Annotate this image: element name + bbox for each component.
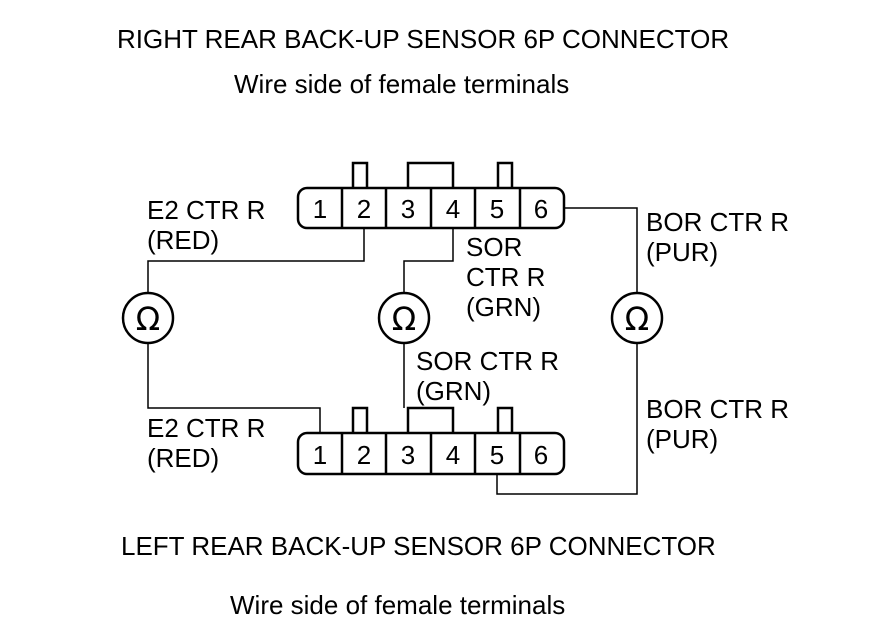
ohmmeter-right: Ω	[610, 291, 664, 345]
ohmmeter-left: Ω	[121, 291, 175, 345]
wire-e2-bottom	[147, 343, 321, 433]
bottom-connector-subtitle: Wire side of female terminals	[230, 590, 566, 620]
wires	[147, 207, 638, 495]
top-connector-tab-center	[406, 161, 455, 188]
label-e2-bottom-color: (RED)	[147, 443, 220, 473]
label-bor-top-name: BOR CTR R	[646, 207, 789, 237]
wire-e2-top	[147, 228, 365, 292]
ohm-icon: Ω	[625, 300, 649, 338]
bottom-pin-6: 6	[534, 440, 548, 470]
label-bor-bottom-name: BOR CTR R	[646, 394, 789, 424]
label-bor-top-color: (PUR)	[646, 237, 719, 267]
ohmmeter-center: Ω	[377, 291, 431, 345]
bottom-connector-pins: 1 2 3 4 5 6	[313, 440, 548, 470]
top-connector	[296, 161, 566, 230]
label-sor-bottom-color: (GRN)	[416, 376, 492, 406]
label-sor-top-line2: CTR R	[466, 262, 546, 292]
top-pin-4: 4	[446, 194, 460, 224]
label-e2-bottom-name: E2 CTR R	[147, 413, 266, 443]
top-connector-title: RIGHT REAR BACK-UP SENSOR 6P CONNECTOR	[117, 24, 730, 54]
bottom-connector-tab-left	[351, 406, 369, 433]
ohm-icon: Ω	[136, 300, 160, 338]
top-connector-tab-right	[496, 161, 514, 188]
bottom-connector-tab-right	[496, 406, 514, 433]
top-pin-5: 5	[490, 194, 504, 224]
bottom-connector-title: LEFT REAR BACK-UP SENSOR 6P CONNECTOR	[121, 531, 716, 561]
label-sor-top-line1: SOR	[466, 232, 523, 262]
wire-bor-bottom	[496, 343, 638, 495]
ohm-icon: Ω	[392, 300, 416, 338]
top-connector-pins: 1 2 3 4 5 6	[313, 194, 548, 224]
bottom-connector-tab-center	[406, 406, 455, 433]
label-bor-bottom-color: (PUR)	[646, 424, 719, 454]
wire-bor-top	[564, 207, 638, 292]
top-pin-3: 3	[401, 194, 415, 224]
label-e2-top-name: E2 CTR R	[147, 195, 266, 225]
top-pin-1: 1	[313, 194, 327, 224]
label-sor-bottom-name: SOR CTR R	[416, 346, 559, 376]
label-sor-top-color: (GRN)	[466, 292, 542, 322]
bottom-pin-5: 5	[490, 440, 504, 470]
top-connector-tab-left	[351, 161, 369, 188]
bottom-pin-4: 4	[446, 440, 460, 470]
label-e2-top-color: (RED)	[147, 225, 220, 255]
top-connector-subtitle: Wire side of female terminals	[234, 69, 570, 99]
top-pin-6: 6	[534, 194, 548, 224]
bottom-connector	[296, 406, 566, 476]
top-pin-2: 2	[357, 194, 371, 224]
wire-sor-top	[403, 228, 454, 292]
bottom-pin-2: 2	[357, 440, 371, 470]
bottom-pin-3: 3	[401, 440, 415, 470]
bottom-pin-1: 1	[313, 440, 327, 470]
